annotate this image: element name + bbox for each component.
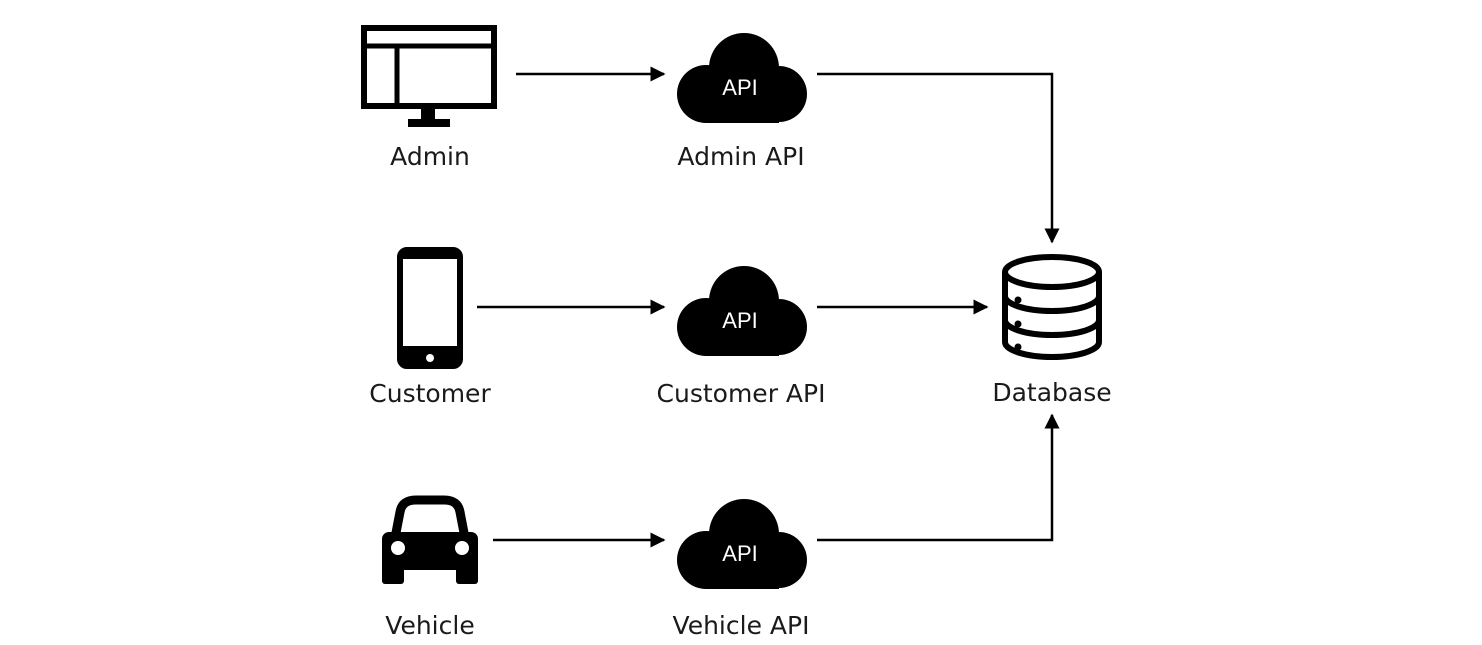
api-badge: API	[722, 75, 757, 100]
customer-label: Customer	[369, 379, 491, 408]
database-node: Database	[992, 254, 1112, 407]
monitor-icon	[361, 25, 497, 127]
api-badge: API	[722, 308, 757, 333]
admin-node: Admin	[361, 25, 497, 171]
vehicle-label: Vehicle	[385, 611, 474, 640]
vehicle-api-label: Vehicle API	[673, 611, 810, 640]
admin-label: Admin	[390, 142, 470, 171]
admin-api-label: Admin API	[677, 142, 804, 171]
database-label: Database	[992, 378, 1111, 407]
smartphone-icon	[397, 247, 463, 369]
cloud-icon	[677, 33, 807, 123]
edge-admin-api-to-database	[817, 72, 1060, 244]
customer-api-label: Customer API	[657, 379, 826, 408]
edge-vehicle-api-to-database	[817, 413, 1060, 542]
api-badge: API	[722, 541, 757, 566]
vehicle-api-node: API Vehicle API	[673, 499, 810, 640]
customer-api-node: API Customer API	[657, 266, 826, 408]
vehicle-node: Vehicle	[382, 495, 478, 640]
customer-node: Customer	[369, 247, 491, 408]
admin-api-node: API Admin API	[677, 33, 807, 171]
cloud-icon	[677, 499, 807, 589]
cloud-icon	[677, 266, 807, 356]
car-icon	[382, 495, 478, 584]
database-icon	[1002, 254, 1102, 360]
